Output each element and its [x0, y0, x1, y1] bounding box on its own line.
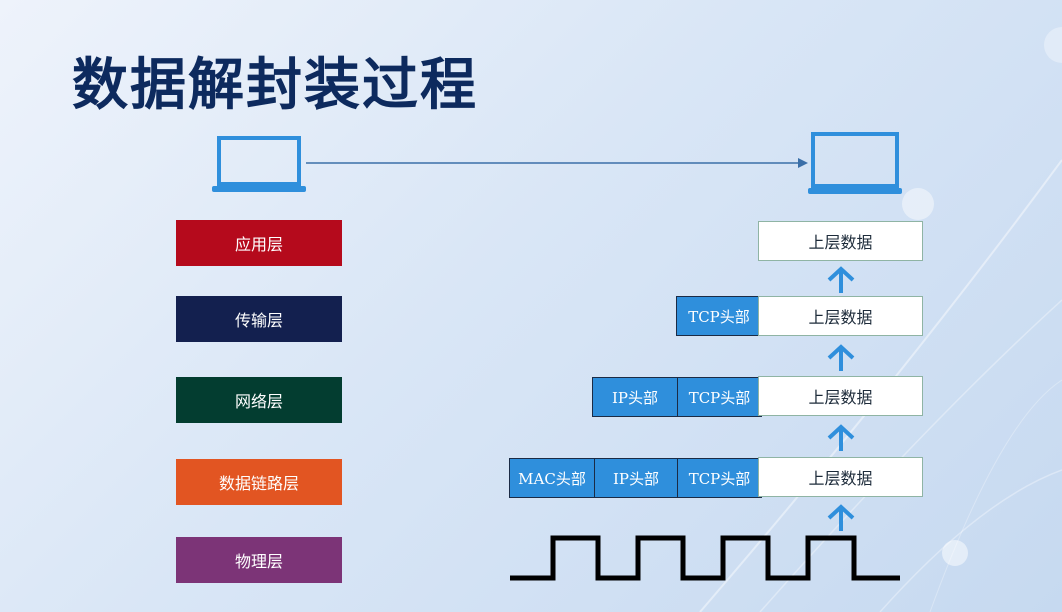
arrow-up-icon [827, 266, 855, 293]
upper-data-box: 上层数据 [758, 296, 923, 336]
upper-data-box: 上层数据 [758, 376, 923, 416]
upper-data-box: 上层数据 [758, 221, 923, 261]
tcp-header: TCP头部 [677, 377, 762, 417]
ip-header: IP头部 [594, 458, 678, 498]
laptop-icon [212, 136, 306, 192]
laptop-icon [808, 132, 902, 194]
arrow-up-icon [827, 504, 855, 531]
arrow-up-icon [827, 424, 855, 451]
layer-datalink-label: 数据链路层 [218, 474, 299, 493]
layer-transport: 传输层 [176, 296, 342, 342]
arrow-up-icon [827, 344, 855, 371]
layer-network-label: 网络层 [234, 392, 283, 411]
layer-physical-label: 物理层 [234, 552, 283, 571]
page-title: 数据解封装过程 [72, 52, 478, 118]
signal-waveform [510, 535, 900, 581]
tcp-header: TCP头部 [677, 458, 762, 498]
mac-header: MAC头部 [509, 458, 595, 498]
tcp-header: TCP头部 [676, 296, 762, 336]
layer-application: 应用层 [176, 220, 342, 266]
layer-application-label: 应用层 [234, 235, 283, 254]
layer-physical: 物理层 [176, 537, 342, 583]
transmission-arrow [306, 158, 808, 168]
ip-header: IP头部 [592, 377, 678, 417]
layer-network: 网络层 [176, 377, 342, 423]
layer-datalink: 数据链路层 [176, 459, 342, 505]
layer-transport-label: 传输层 [234, 311, 283, 330]
upper-data-box: 上层数据 [758, 457, 923, 497]
